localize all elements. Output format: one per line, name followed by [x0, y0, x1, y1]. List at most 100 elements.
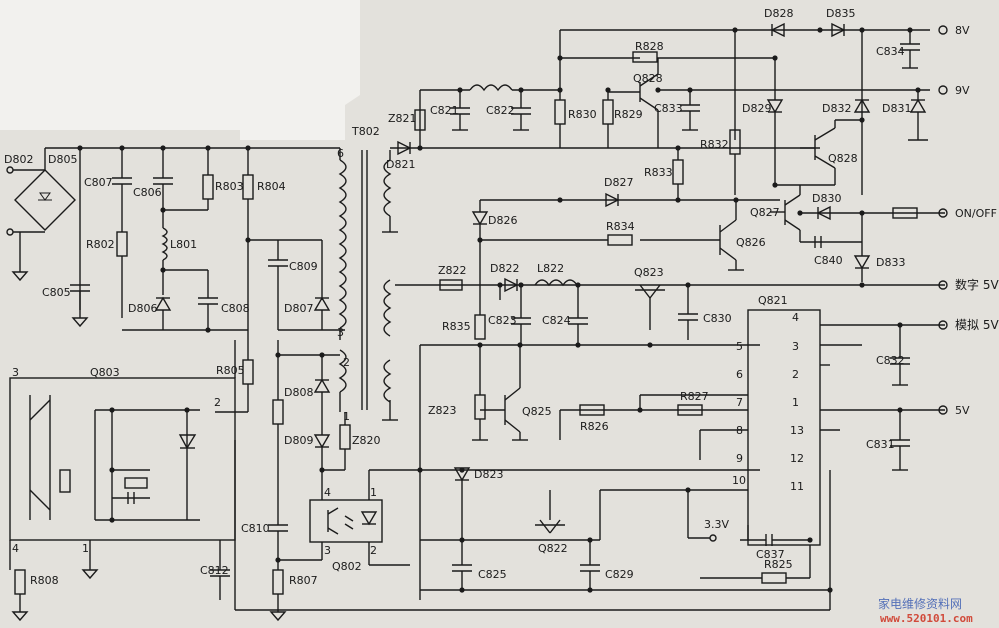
- inductor-l822: [534, 279, 578, 287]
- output-8v-label: 8V: [955, 24, 970, 37]
- svg-text:3: 3: [337, 326, 344, 339]
- resistor-r827: [677, 404, 703, 416]
- label-d835: D835: [826, 7, 855, 20]
- svg-text:11: 11: [790, 480, 804, 493]
- label-r802: R802: [86, 238, 115, 251]
- output-9v-label: 9V: [955, 84, 970, 97]
- svg-text:9: 9: [736, 452, 743, 465]
- output-labels: 8V 9V ON/OFF 数字 5V 模拟 5V 5V: [955, 24, 999, 417]
- svg-text:2: 2: [343, 356, 350, 369]
- label-d828: D828: [764, 7, 793, 20]
- label-c825: C825: [478, 568, 507, 581]
- capacitor-c823: [511, 285, 531, 345]
- label-c830: C830: [703, 312, 732, 325]
- diode-d832: [853, 98, 871, 113]
- diode-d835: [831, 22, 846, 38]
- svg-text:8: 8: [736, 424, 743, 437]
- label-d830: D830: [812, 192, 841, 205]
- label-d802: D802: [4, 153, 33, 166]
- svg-text:4: 4: [792, 311, 799, 324]
- label-d821: D821: [386, 158, 415, 171]
- label-c809: C809: [289, 260, 318, 273]
- svg-text:4: 4: [324, 486, 331, 499]
- label-q803: Q803: [90, 366, 120, 379]
- label-c807: C807: [84, 176, 113, 189]
- output-digital-5v-label: 数字 5V: [955, 277, 999, 292]
- label-r827: R827: [680, 390, 709, 403]
- svg-text:10: 10: [732, 474, 746, 487]
- label-r834: R834: [606, 220, 635, 233]
- watermark-cn: 家电维修资料网: [878, 596, 962, 611]
- diode-d822: [504, 277, 519, 293]
- svg-text:2: 2: [792, 368, 799, 381]
- transistor-q828-right: [800, 119, 862, 185]
- label-c829: C829: [605, 568, 634, 581]
- svg-text:2: 2: [370, 544, 377, 557]
- pin-numbers: 6 3 2 1 3 2 4 1 4 3 1 2 4 5 3 6 2 7 1 8 …: [12, 147, 804, 557]
- inductor-l801: [161, 227, 168, 261]
- label-q825: Q825: [522, 405, 552, 418]
- svg-text:6: 6: [736, 368, 743, 381]
- svg-text:1: 1: [82, 542, 89, 555]
- transistor-q828-top: [608, 58, 659, 148]
- label-d822: D822: [490, 262, 519, 275]
- transistor-q822: [420, 490, 600, 541]
- regulator-ic-q821: [747, 309, 821, 546]
- output-onoff-label: ON/OFF: [955, 207, 997, 220]
- label-d831: D831: [882, 102, 911, 115]
- label-d809: D809: [284, 434, 313, 447]
- switching-ic-q803: [9, 340, 236, 622]
- label-c812: C812: [200, 564, 229, 577]
- label-z821: Z821: [388, 112, 417, 125]
- capacitor-c807: [112, 148, 132, 318]
- label-c833: C833: [654, 102, 683, 115]
- svg-text:13: 13: [790, 424, 804, 437]
- zener-z821: [414, 90, 426, 148]
- svg-text:3: 3: [12, 366, 19, 379]
- capacitor-c822: [511, 90, 531, 131]
- label-r805: R805: [216, 364, 245, 377]
- transistor-q826: [640, 200, 744, 271]
- label-l801: L801: [170, 238, 197, 251]
- resistor-onoff: [892, 207, 918, 219]
- capacitor-c832: [890, 325, 910, 386]
- label-r833: R833: [644, 166, 673, 179]
- ac-input-terminals: [6, 166, 45, 282]
- transformer-t802: [338, 148, 398, 421]
- label-c824: C824: [542, 314, 571, 327]
- label-d833: D833: [876, 256, 905, 269]
- svg-text:12: 12: [790, 452, 804, 465]
- label-r826: R826: [580, 420, 609, 433]
- label-c840: C840: [814, 254, 843, 267]
- label-q821: Q821: [758, 294, 788, 307]
- label-r804: R804: [257, 180, 286, 193]
- label-c832: C832: [876, 354, 905, 367]
- label-c834: C834: [876, 45, 905, 58]
- label-q828-top: Q828: [633, 72, 663, 85]
- label-z822: Z822: [438, 264, 467, 277]
- label-z823: Z823: [428, 404, 457, 417]
- watermark: 家电维修资料网 www.520101.com: [878, 596, 973, 625]
- label-l822: L822: [537, 262, 564, 275]
- ground-symbol: [11, 271, 29, 282]
- label-d827: D827: [604, 176, 633, 189]
- label-z820: Z820: [352, 434, 381, 447]
- diode-d821: [397, 140, 412, 156]
- svg-text:4: 4: [12, 542, 19, 555]
- label-r830: R830: [568, 108, 597, 121]
- transistor-q825: [480, 345, 528, 441]
- startup-resistors: [215, 148, 254, 413]
- diode-d829: [766, 99, 784, 114]
- label-q827: Q827: [750, 206, 780, 219]
- label-r829: R829: [614, 108, 643, 121]
- label-q822: Q822: [538, 542, 568, 555]
- diode-d828: [770, 22, 785, 38]
- label-r808: R808: [30, 574, 59, 587]
- label-3v3: 3.3V: [704, 518, 729, 531]
- label-d823: D823: [474, 468, 503, 481]
- auxiliary-winding-circuit: [268, 340, 351, 622]
- junction-dots: [77, 27, 921, 593]
- output-terminals: [938, 25, 948, 415]
